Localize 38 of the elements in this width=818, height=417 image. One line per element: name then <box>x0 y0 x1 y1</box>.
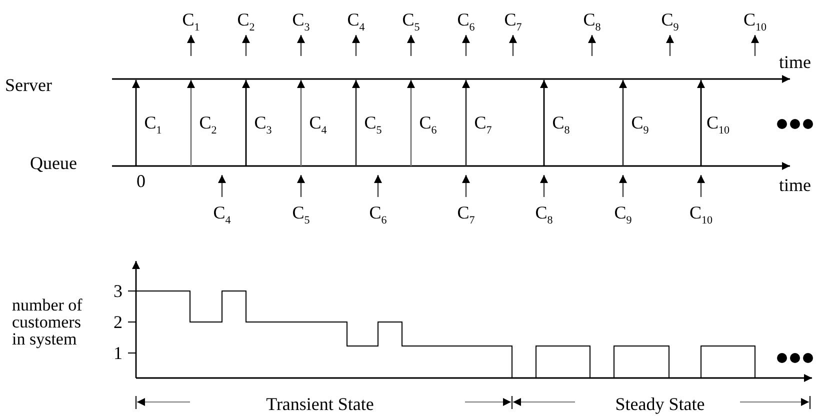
event-label: C$_{1}$ <box>144 114 162 136</box>
event-label: C$_{5}$ <box>364 114 382 136</box>
axis-label: 0 <box>136 172 146 190</box>
event-label: C$_{5}$ <box>292 204 310 226</box>
event-label: C$_{4}$ <box>347 10 365 34</box>
event-label: C$_{8}$ <box>535 204 553 226</box>
event-label: C$_{5}$ <box>402 10 420 34</box>
event-label: C$_{2}$ <box>237 10 255 34</box>
row-label: Server <box>5 76 52 94</box>
event-label: C$_{6}$ <box>419 114 437 136</box>
event-label: C$_{10}$ <box>706 114 730 136</box>
axis-label: time <box>779 53 811 71</box>
event-label: C$_{4}$ <box>213 204 231 226</box>
event-label: C$_{9}$ <box>631 114 649 136</box>
tick-label: 1 <box>114 344 122 362</box>
range-label: Transient State <box>266 395 374 413</box>
event-label: C$_{3}$ <box>254 114 272 136</box>
event-label: C$_{3}$ <box>292 10 310 34</box>
event-label: C$_{7}$ <box>474 114 492 136</box>
row-label: Queue <box>30 154 77 172</box>
event-label: C$_{6}$ <box>457 10 475 34</box>
event-label: C$_{7}$ <box>504 10 522 34</box>
event-label: C$_{8}$ <box>583 10 601 34</box>
event-label: C$_{10}$ <box>744 10 766 34</box>
event-label: C$_{9}$ <box>614 204 632 226</box>
tick-label: 2 <box>114 313 122 331</box>
event-label: C$_{6}$ <box>369 204 387 226</box>
event-label: C$_{10}$ <box>690 204 712 226</box>
event-label: C$_{2}$ <box>199 114 217 136</box>
event-label: C$_{7}$ <box>457 204 475 226</box>
tick-label: 3 <box>114 282 122 300</box>
event-label: C$_{4}$ <box>309 114 327 136</box>
axis-label: time <box>779 176 811 194</box>
range-label: Steady State <box>615 395 705 413</box>
event-label: C$_{1}$ <box>182 10 200 34</box>
event-label: C$_{8}$ <box>552 114 570 136</box>
axis-title: number of customers in system <box>12 296 84 348</box>
event-label: C$_{9}$ <box>661 10 679 34</box>
